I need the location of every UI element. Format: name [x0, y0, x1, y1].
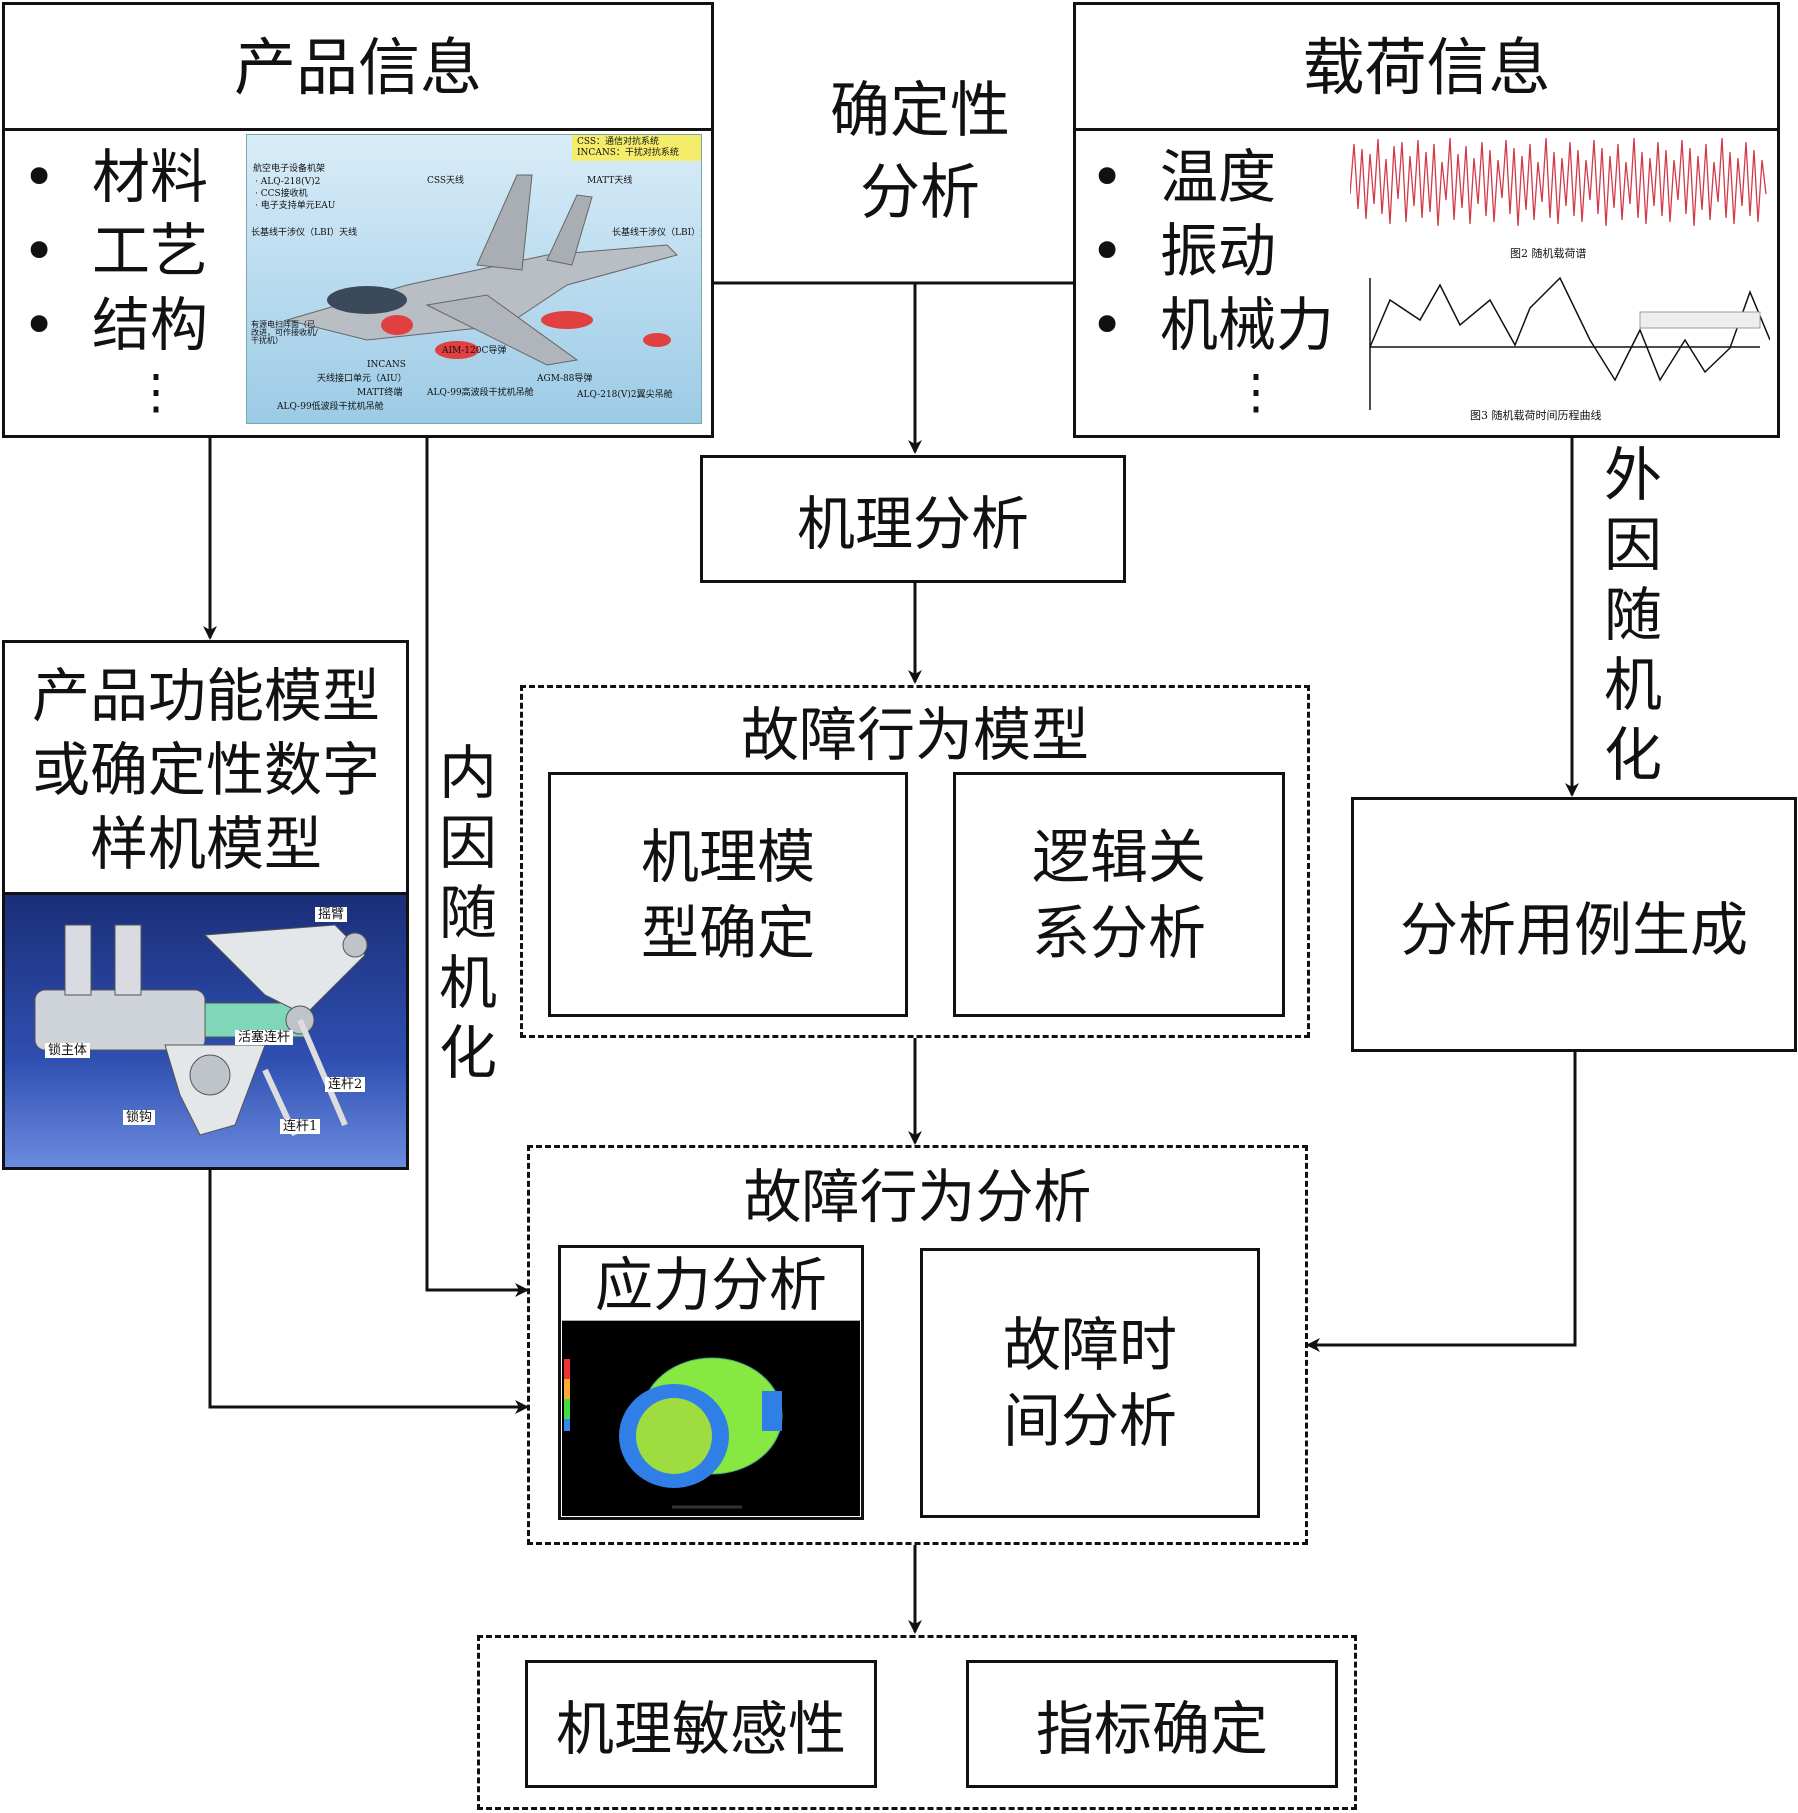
load-info-divider	[1073, 128, 1780, 131]
logic-relation-box: 逻辑关系分析	[953, 772, 1285, 1017]
product-info-ellipsis: ⋮	[132, 364, 180, 420]
aircraft-label: MATT天线	[587, 176, 633, 186]
product-model-divider	[2, 892, 409, 895]
random-time-history-image	[1369, 276, 1770, 410]
aircraft-image: CSS：通信对抗系统 INCANS：干扰对抗系统 航空电子设备机架 · ALQ-…	[246, 134, 702, 424]
mechanism-sensitivity-box: 机理敏感性	[525, 1660, 877, 1788]
index-determination-box: 指标确定	[966, 1660, 1338, 1788]
aircraft-label: 有源电扫阵面（已改进，可作接收机/干扰机）	[251, 320, 318, 345]
lock-label: 锁钩	[123, 1110, 156, 1125]
aircraft-label: · 电子支持单元EAU	[255, 201, 336, 211]
fault-behavior-model-title: 故障行为模型	[740, 701, 1089, 769]
list-item: •材料	[22, 143, 209, 211]
aircraft-label: AGM-88导弹	[537, 374, 593, 384]
aircraft-silhouette	[285, 135, 701, 366]
fault-behavior-analysis-title: 故障行为分析	[743, 1163, 1092, 1231]
product-info-list: •材料 •工艺 •结构	[22, 140, 208, 362]
stress-analysis-title: 应力分析	[594, 1251, 827, 1319]
arrow-model-to-stress	[208, 1170, 529, 1414]
fault-behavior-analysis-group	[527, 1145, 1308, 1545]
stress-analysis-image	[562, 1320, 860, 1516]
load-info-ellipsis: ⋮	[1232, 364, 1280, 420]
aircraft-label: 长基线干涉仪（LBI）天线	[251, 228, 358, 238]
aircraft-label: CSS天线	[427, 176, 465, 186]
load-info-title: 载荷信息	[1302, 30, 1551, 104]
time-history-caption: 图3 随机载荷时间历程曲线	[1470, 409, 1602, 422]
case-generation-box: 分析用例生成	[1351, 797, 1797, 1052]
lock-label: 连杆1	[280, 1119, 321, 1134]
fault-behavior-model-group	[520, 685, 1310, 1038]
load-info-list: •温度 •振动 •机械力	[1090, 140, 1334, 362]
mechanism-analysis-box: 机理分析	[700, 455, 1126, 583]
aircraft-label: · ALQ-218(V)2	[255, 177, 321, 187]
stress-model-render	[562, 1321, 860, 1516]
fault-time-analysis-box: 故障时间分析	[920, 1248, 1260, 1518]
aircraft-label: ALQ-99低波段干扰机吊舱	[277, 402, 384, 412]
aircraft-label: 长基线干涉仪（LBI）天线	[612, 228, 701, 238]
aircraft-label: INCANS：干扰对抗系统	[577, 148, 679, 158]
list-item: •振动	[1090, 217, 1277, 285]
aircraft-label: ALQ-99高波段干扰机吊舱	[427, 388, 534, 398]
aircraft-label: AIM-120C导弹	[442, 346, 507, 356]
arrow-internal-random	[425, 437, 529, 1297]
aircraft-label: · CCS接收机	[255, 189, 308, 199]
random-load-spectrum-image	[1350, 134, 1770, 254]
product-info-title: 产品信息	[233, 30, 482, 104]
lock-label: 锁主体	[45, 1043, 91, 1058]
internal-randomization-label: 内因随机化	[438, 739, 497, 1087]
list-item: •结构	[22, 291, 209, 359]
aircraft-label: 航空电子设备机架	[253, 164, 326, 174]
outputs-group	[477, 1635, 1357, 1810]
external-randomization-label: 外因随机化	[1603, 441, 1662, 789]
deterministic-analysis-label: 确定性 分析	[830, 76, 1010, 228]
list-item: •机械力	[1090, 291, 1335, 359]
product-info-divider	[2, 128, 714, 131]
list-item: •工艺	[22, 217, 209, 285]
aircraft-label: ALQ-218(V)2翼尖吊舱	[577, 390, 673, 400]
spectrum-caption: 图2 随机载荷谱	[1510, 247, 1587, 260]
arrow-case-to-analysis	[1306, 1050, 1577, 1352]
lock-label: 摇臂	[315, 907, 348, 922]
aircraft-label: MATT终端	[357, 388, 403, 398]
product-model-title: 产品功能模型或确定性数字样机模型	[31, 662, 380, 878]
aircraft-label: 天线接口单元（AIU）	[317, 374, 407, 384]
lock-mechanism-drawing	[34, 924, 368, 1137]
lock-mechanism-image: 摇臂 活塞连杆 锁主体 连杆2 锁钩 连杆1	[5, 895, 406, 1167]
list-item: •温度	[1090, 143, 1277, 211]
lock-label: 活塞连杆	[235, 1030, 294, 1045]
lock-label: 连杆2	[325, 1077, 366, 1092]
mechanism-model-box: 机理模型确定	[548, 772, 908, 1017]
aircraft-label: CSS：通信对抗系统	[577, 137, 660, 147]
aircraft-label: INCANS	[367, 360, 406, 370]
